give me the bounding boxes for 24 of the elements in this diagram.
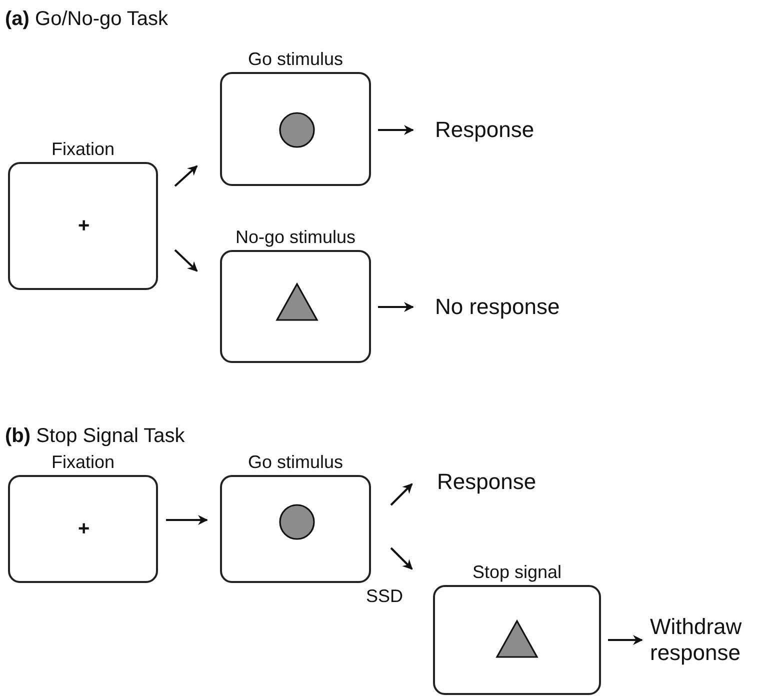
outcome-text: Response [435, 117, 534, 143]
screen-heading: Fixation [50, 451, 116, 473]
outcome-text: Withdraw response [650, 614, 760, 666]
panel-title: (a) Go/No-go Task [5, 8, 168, 31]
panel-title: (b) Stop Signal Task [5, 425, 185, 448]
arrow [390, 547, 413, 570]
arrow [166, 515, 208, 525]
circle-stimulus-icon [278, 503, 316, 541]
circle-stimulus-icon [278, 111, 316, 149]
fixation-cross: + [78, 216, 90, 236]
screen-heading: Go stimulus [246, 48, 344, 70]
arrow [390, 483, 413, 506]
screen-heading: Stop signal [471, 561, 563, 583]
outcome-text: Response [437, 469, 536, 495]
arrow [378, 302, 414, 312]
screen-heading: Go stimulus [246, 451, 344, 473]
arrow [608, 635, 643, 645]
arrow [174, 165, 198, 187]
arrow [378, 125, 414, 135]
screen-heading: Fixation [50, 138, 116, 160]
arrow [174, 249, 198, 272]
outcome-text: No response [435, 294, 560, 320]
screen-heading: No-go stimulus [234, 226, 357, 248]
fixation-cross: + [78, 519, 90, 539]
